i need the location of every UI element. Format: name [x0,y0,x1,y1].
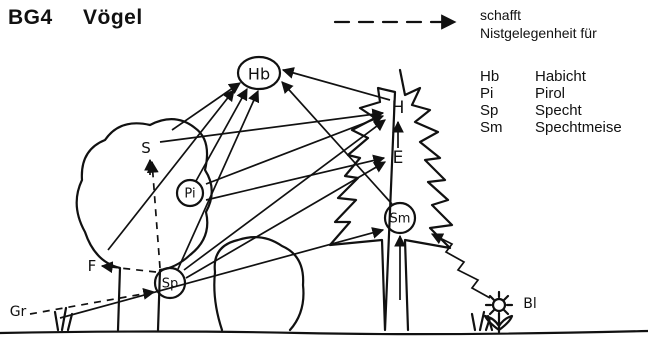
node-f-label: F [88,257,97,275]
arrow-s-to-h [159,108,385,143]
arrow-sp-to-h [183,119,386,271]
grass-tuft-left [53,306,74,332]
abbreviation-name: Specht [535,102,582,119]
abbreviation-code: Sm [480,119,503,136]
legend-line-2: Nistgelegenheit für [480,25,597,41]
conifer-tree [328,68,454,332]
arrow-s-to-hb [171,82,241,131]
arrow-h-to-hb [281,67,391,101]
abbreviation-key: Hb Habicht Pi Pirol Sp Specht Sm Spechtm… [480,68,622,136]
dashed-arrow-sp-to-s [146,160,161,269]
node-h-label: H [392,98,405,118]
node-gr-label: Gr [10,304,27,320]
node-s-label: S [141,139,151,157]
legend-line-1: schafft [480,7,521,23]
arrow-pi-to-e [205,154,386,201]
arrow-pi-to-h [205,114,385,185]
dashed-arrow-sp-to-f [100,261,157,274]
abbreviation-code: Pi [480,85,494,102]
shrub-middle [213,235,305,332]
flower-petals [484,290,514,320]
arrow-gr-to-hb [107,89,235,251]
arrow-pi-to-hb [195,87,248,182]
grass-tuft-right [470,310,494,332]
diagram-code: BG4 [8,6,53,29]
arrow-sp-to-e [185,161,387,279]
node-e-label: E [393,148,404,168]
abbreviation-row: Sp Specht [480,102,622,119]
node-pi-circle [175,178,205,208]
node-sm-label: Sm [390,212,411,227]
abbreviation-name: Spechtmeise [535,119,622,136]
ground-line [0,329,648,336]
node-sp-circle [153,266,187,300]
abbreviation-row: Hb Habicht [480,68,622,85]
arrow-bl-to-sm [430,233,491,299]
flower-leaves [483,314,514,334]
abbreviation-code: Hb [480,68,500,85]
abbreviation-name: Habicht [535,68,586,85]
arrow-gr-to-sm [59,227,385,319]
node-bl-label: Bl [523,296,537,312]
node-sm-circle [383,201,417,235]
abbreviation-name: Pirol [535,85,566,102]
abbreviation-row: Pi Pirol [480,85,622,102]
node-hb-label: Hb [248,65,270,84]
abbreviation-row: Sm Spechtmeise [480,119,622,136]
page-title: Vögel [83,6,143,29]
node-pi-label: Pi [184,187,195,202]
node-sp-label: Sp [162,277,179,292]
deciduous-tree-left [75,118,213,332]
abbreviation-code: Sp [480,102,499,119]
node-hb-circle [236,55,282,91]
dashed-arrow-gr-to-sp [29,288,156,315]
flower-head [491,297,507,313]
arrow-sm-to-hb [281,81,393,205]
